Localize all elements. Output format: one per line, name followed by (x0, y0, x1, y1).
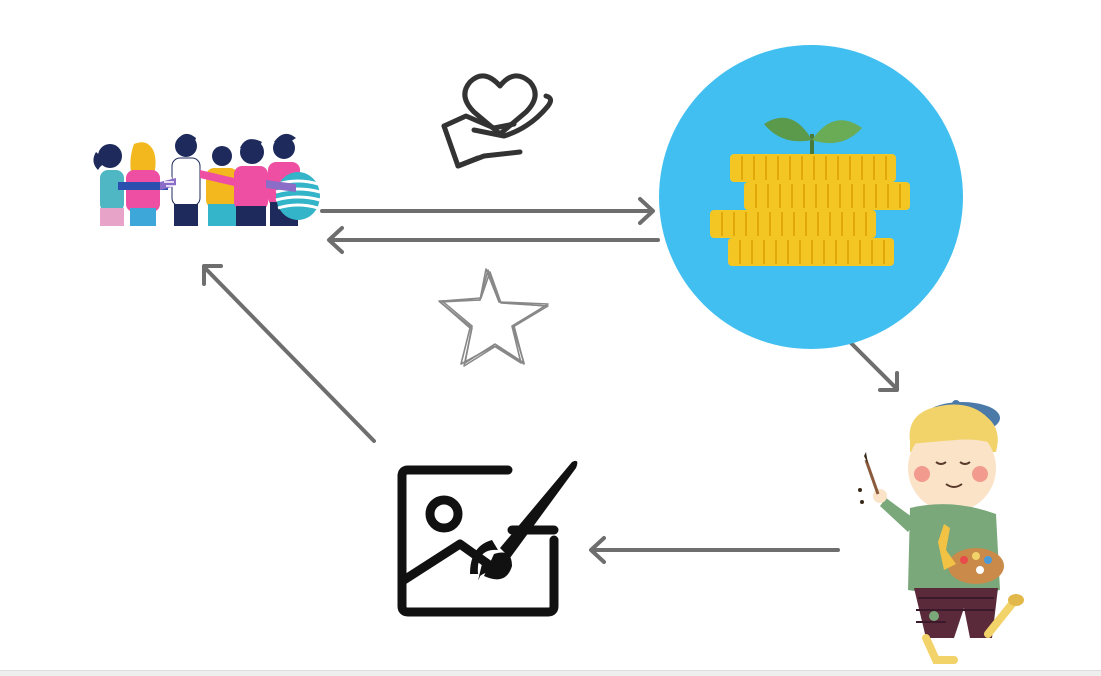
arrow-artwork-to-community (202, 264, 376, 443)
child-artist-icon (852, 398, 1030, 672)
picture-brush-icon (397, 456, 580, 620)
coins-sprout-icon (658, 44, 964, 350)
arrow-artist-to-artwork (589, 536, 840, 564)
community-group-icon (88, 130, 324, 230)
arrow-funding-to-community (327, 226, 660, 254)
bottom-border (0, 670, 1101, 676)
arrow-community-to-funding (320, 197, 655, 225)
heart-hand-icon (440, 68, 558, 169)
star-icon (438, 266, 552, 368)
